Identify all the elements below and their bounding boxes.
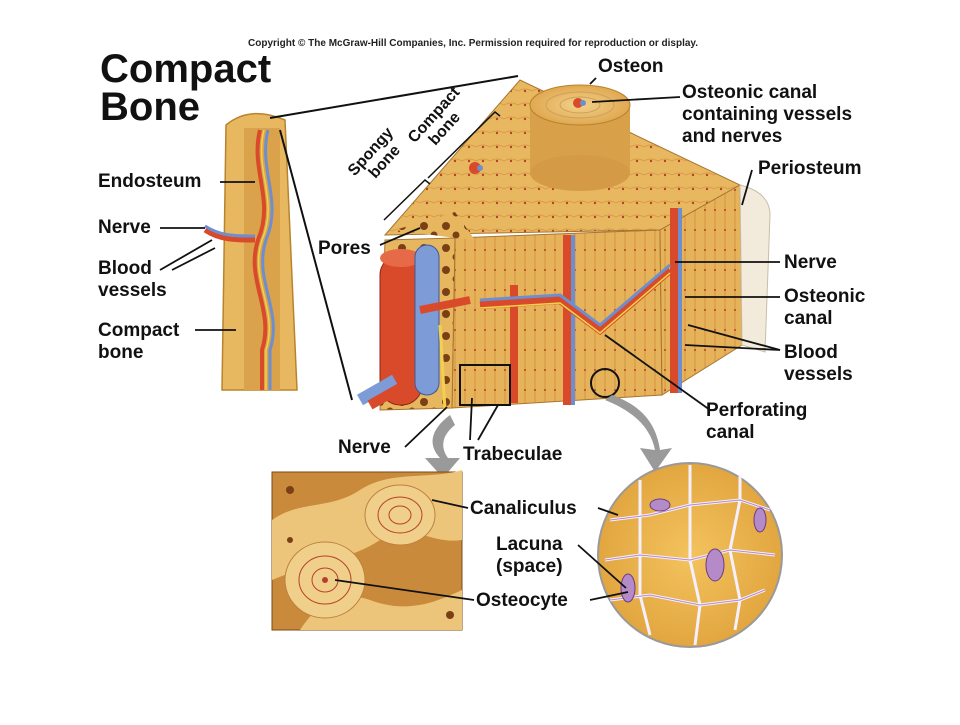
label-trabeculae: Trabeculae xyxy=(463,444,563,465)
label-lacuna-line1: Lacuna xyxy=(496,534,563,555)
label-blood-vessels-right-line1: Blood xyxy=(784,342,838,363)
label-canaliculus: Canaliculus xyxy=(470,498,577,519)
label-lacuna-line2: (space) xyxy=(496,556,563,577)
bone-block xyxy=(357,79,771,411)
label-nerve-bottom: Nerve xyxy=(338,437,391,458)
label-perforating-canal-line1: Perforating xyxy=(706,400,808,421)
label-endosteum: Endosteum xyxy=(98,171,202,192)
label-nerve-left: Nerve xyxy=(98,217,151,238)
label-perforating-canal: Perforating canal xyxy=(706,400,807,444)
label-compact-bone-left: Compact bone xyxy=(98,320,179,364)
title-line-2: Bone xyxy=(100,85,200,129)
label-blood-vessels-left-line1: Blood xyxy=(98,258,152,279)
long-bone-section xyxy=(203,112,298,391)
lacuna-focus-circle xyxy=(590,368,620,398)
label-nerve-right: Nerve xyxy=(784,252,837,273)
connector-line-bottom xyxy=(279,129,353,401)
label-blood-vessels-right-line2: vessels xyxy=(784,364,853,385)
arrow-left-icon xyxy=(425,415,460,478)
diagram-title: Compact Bone xyxy=(100,47,272,129)
label-blood-vessels-left: Blood vessels xyxy=(98,258,167,302)
label-blood-vessels-right: Blood vessels xyxy=(784,342,853,386)
label-osteonic-canal-line2: canal xyxy=(784,308,833,329)
trabeculae-box xyxy=(459,364,511,406)
label-osteocyte: Osteocyte xyxy=(476,590,568,611)
label-osteonic-canal-vessels: Osteonic canal containing vessels and ne… xyxy=(682,82,852,148)
label-lacuna: Lacuna (space) xyxy=(496,534,563,578)
connector-line-top xyxy=(269,75,519,119)
label-osteonic-canal-vessels-line2: containing vessels xyxy=(682,104,853,125)
label-blood-vessels-left-line2: vessels xyxy=(98,280,167,301)
title-line-1: Compact xyxy=(100,47,272,91)
label-osteonic-canal-line1: Osteonic xyxy=(784,286,866,307)
label-osteonic-canal-vessels-line1: Osteonic canal xyxy=(682,82,818,103)
label-compact-bone-left-line1: Compact xyxy=(98,320,180,341)
label-compact-bone-left-line2: bone xyxy=(98,342,144,363)
lacuna-magnified-circle xyxy=(597,462,783,648)
label-osteonic-canal: Osteonic canal xyxy=(784,286,865,330)
trabeculae-magnified-panel xyxy=(271,470,463,631)
label-osteonic-canal-vessels-line3: and nerves xyxy=(682,126,783,147)
arrow-right-icon xyxy=(605,395,672,472)
label-pores: Pores xyxy=(318,238,371,259)
label-periosteum: Periosteum xyxy=(758,158,862,179)
label-perforating-canal-line2: canal xyxy=(706,422,755,443)
leader-lines xyxy=(159,77,781,601)
label-osteon: Osteon xyxy=(598,56,664,77)
copyright-notice: Copyright © The McGraw-Hill Companies, I… xyxy=(248,38,699,49)
